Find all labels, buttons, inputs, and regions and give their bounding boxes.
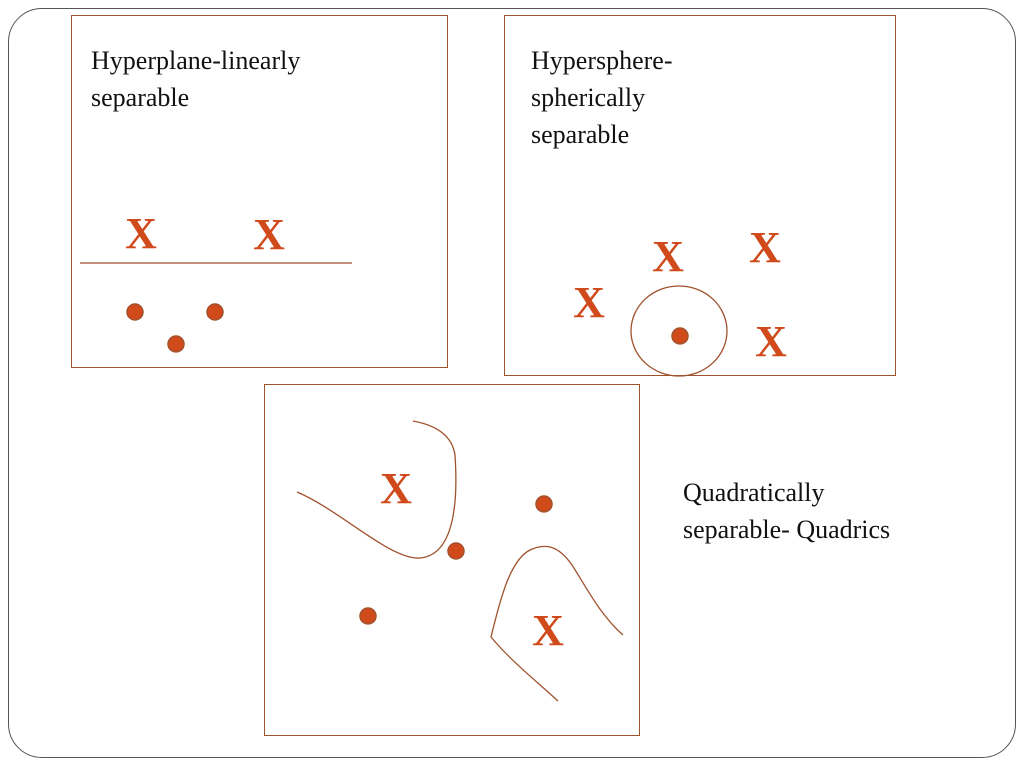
linear-panel bbox=[71, 15, 448, 368]
sphere-x-mark-4: X bbox=[755, 317, 787, 366]
quadratic-caption-line2: separable- Quadrics bbox=[683, 515, 891, 544]
quadratic-caption: Quadratically separable- Quadrics bbox=[683, 474, 890, 548]
spherical-caption-line3: separable bbox=[531, 120, 630, 149]
linear-caption: Hyperplane-linearly separable bbox=[91, 42, 300, 116]
spherical-caption-line2: spherically bbox=[531, 83, 646, 112]
linear-caption-line2: separable bbox=[91, 83, 190, 112]
linear-x-mark-1: X bbox=[125, 209, 157, 258]
sphere-x-mark-3: X bbox=[573, 278, 605, 327]
sphere-x-mark-2: X bbox=[749, 223, 781, 272]
quadric-dot-1 bbox=[535, 495, 553, 513]
slide-frame bbox=[8, 8, 1016, 758]
quadratic-panel bbox=[264, 384, 640, 736]
linear-dot-1 bbox=[126, 303, 144, 321]
quadric-curve-2 bbox=[490, 545, 624, 702]
sphere-x-mark-1: X bbox=[652, 232, 684, 281]
quadric-dot-3 bbox=[359, 607, 377, 625]
spherical-caption: Hypersphere- spherically separable bbox=[531, 42, 673, 153]
sphere-dot bbox=[671, 327, 689, 345]
quadratic-caption-line1: Quadratically bbox=[683, 478, 825, 507]
linear-x-mark-2: X bbox=[253, 210, 285, 259]
quadric-dot-2 bbox=[447, 542, 465, 560]
spherical-panel bbox=[504, 15, 896, 376]
linear-dot-3 bbox=[167, 335, 185, 353]
hypersphere-boundary bbox=[630, 285, 728, 377]
quadric-x-mark-1: X bbox=[380, 464, 412, 513]
quadric-x-mark-2: X bbox=[532, 606, 564, 655]
linear-caption-line1: Hyperplane-linearly bbox=[91, 46, 301, 75]
linear-dot-2 bbox=[206, 303, 224, 321]
quadric-curve-1 bbox=[296, 420, 457, 559]
spherical-caption-line1: Hypersphere- bbox=[531, 46, 673, 75]
